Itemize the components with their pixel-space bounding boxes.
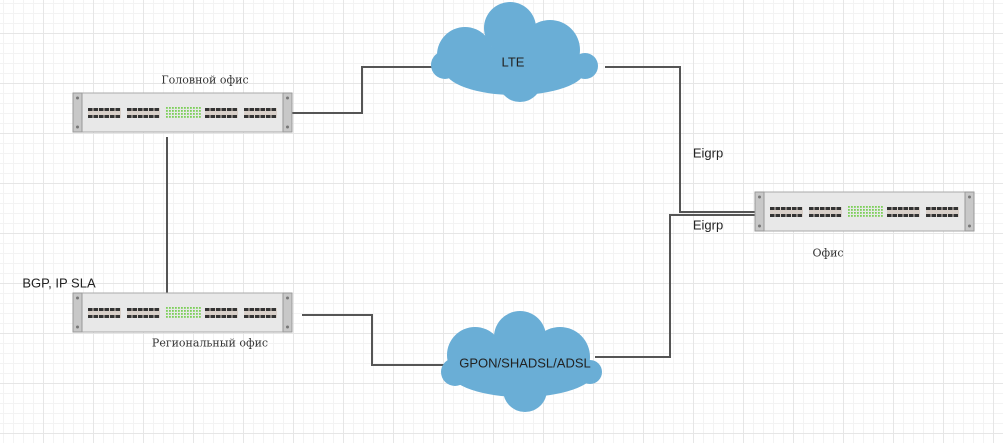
port-group (809, 207, 842, 217)
regional-office-label: Региональный офис (151, 336, 269, 350)
port-group (887, 207, 920, 217)
link-gpon-office (595, 214, 755, 358)
port-group (205, 108, 238, 118)
port-group (244, 308, 277, 318)
cloud-lte (431, 2, 598, 102)
status-leds (848, 206, 883, 217)
link-head-lte (292, 66, 437, 114)
port-group (770, 207, 803, 217)
status-leds (166, 107, 201, 118)
bgp-label: BGP, IP SLA (22, 275, 96, 291)
eigrp-label-bottom: Eigrp (692, 217, 724, 233)
switch-regional-office (72, 292, 293, 333)
port-group (88, 108, 121, 118)
port-group (88, 308, 121, 318)
head-office-label: Головной офис (161, 73, 249, 87)
link-regional-gpon (302, 314, 447, 366)
switch-head-office (72, 92, 293, 133)
port-group (244, 108, 277, 118)
office-label: Офис (812, 246, 844, 260)
link-lte-office (605, 66, 755, 213)
status-leds (166, 307, 201, 318)
port-group (127, 108, 160, 118)
eigrp-label-top: Eigrp (692, 145, 724, 161)
gpon-cloud-label: GPON/SHADSL/ADSL (459, 355, 591, 371)
port-group (127, 308, 160, 318)
switch-office (754, 191, 975, 232)
port-group (926, 207, 959, 217)
lte-cloud-label: LTE (501, 54, 525, 70)
cloud-gpon (441, 311, 602, 412)
port-group (205, 308, 238, 318)
